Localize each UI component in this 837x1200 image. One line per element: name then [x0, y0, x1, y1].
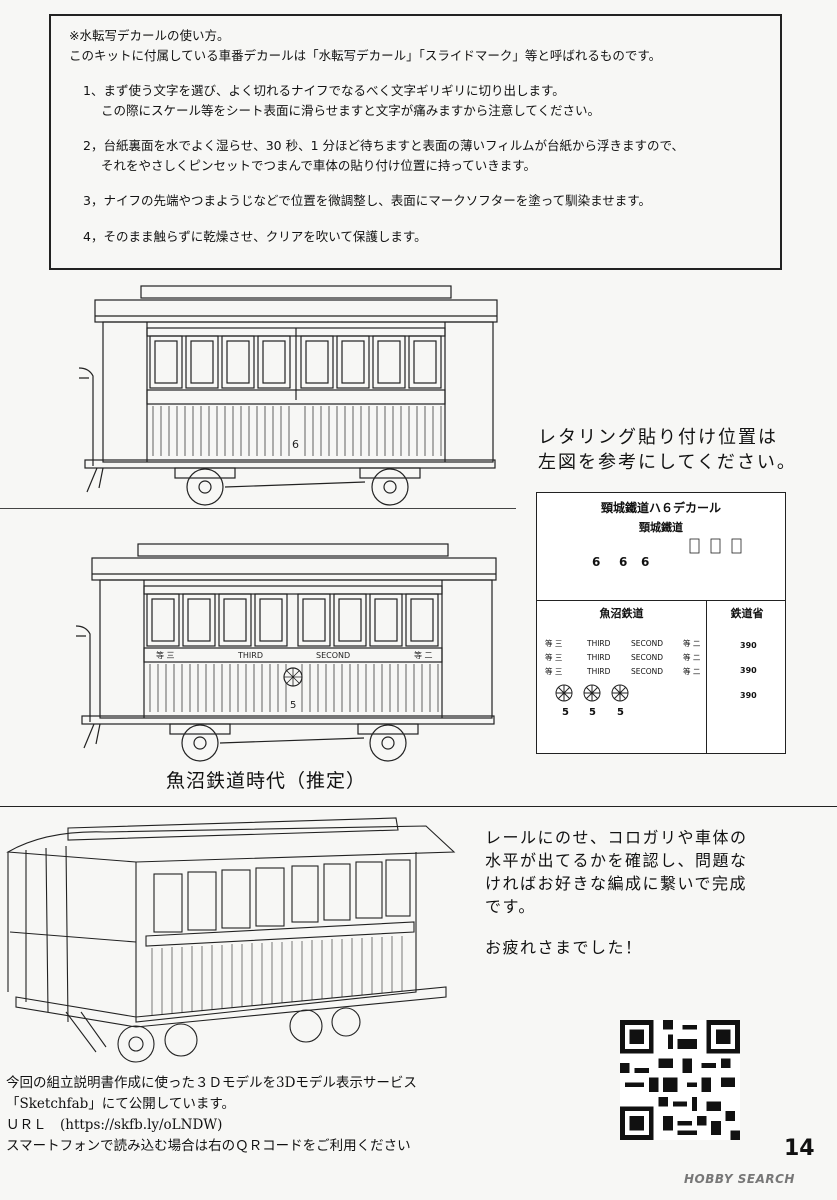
sketchfab-note: 今回の組立説明書作成に使った３Ｄモデルを3Dモデル表示サービス 「Sketchf…	[6, 1073, 566, 1157]
decal-sheet-kubiki-label: 頸城鐵道	[639, 521, 683, 534]
lettering-position-note: レタリング貼り付け位置は 左図を参考にしてください。	[538, 425, 798, 475]
decal-number-5-b: 5	[589, 707, 596, 718]
sketchfab-line-4: スマートフォンで読み込む場合は右のＱＲコードをご利用ください	[6, 1138, 411, 1154]
car2-band-third: THIRD	[237, 651, 263, 660]
finish-note-line-4: です。	[485, 897, 536, 916]
lettering-note-line-1: レタリング貼り付け位置は	[538, 427, 778, 448]
decal-sheet-uonuma-label: 魚沼鉄道	[599, 607, 644, 620]
sketchfab-line-2: 「Sketchfab」にて公開しています。	[6, 1096, 236, 1112]
decal-number-390-a: 390	[740, 641, 757, 650]
car2-band-right: 等 二	[414, 650, 433, 660]
finish-note-line-5: お疲れさまでした！	[485, 938, 643, 957]
sketchfab-line-1: 今回の組立説明書作成に使った３Ｄモデルを3Dモデル表示サービス	[6, 1075, 417, 1091]
car2-band-second: SECOND	[316, 651, 350, 660]
finish-note: レールにのせ、コロガリや車体の 水平が出てるかを確認し、問題な ければお好きな編…	[485, 826, 805, 959]
decal-number-5-a: 5	[562, 707, 569, 718]
instructions-intro: このキットに付属している車番デカールは「水転写デカール」「スライドマーク」等と呼…	[69, 47, 662, 63]
section-divider-short	[0, 508, 516, 509]
decal-number-390-c: 390	[740, 691, 757, 700]
decal-number-390-b: 390	[740, 666, 757, 675]
car1-number: 6	[292, 438, 299, 451]
section-divider	[0, 806, 837, 807]
car-side-view-uonuma: 等 三 THIRD SECOND 等 二 5	[75, 543, 497, 762]
step-2-note: それをやさしくピンセットでつまんで車体の貼り付け位置に持っていきます。	[101, 157, 537, 173]
decal-number-6-a: 6	[592, 555, 601, 569]
decal-sheet-ministry-label: 鉄道省	[730, 607, 764, 620]
car-3d-view	[6, 817, 456, 1063]
instructions-heading: ※水転写デカールの使い方。	[69, 28, 230, 43]
sketchfab-url[interactable]: ＵＲＬ (https://skfb.ly/oLNDW)	[6, 1117, 223, 1133]
step-1: 1、まず使う文字を選び、よく切れるナイフでなるべく文字ギリギリに切り出します。	[83, 83, 565, 98]
watermark: HOBBY SEARCH	[684, 1172, 795, 1186]
finish-note-line-1: レールにのせ、コロガリや車体の	[485, 828, 748, 847]
page-number: 14	[784, 1136, 815, 1161]
decal-number-6-b: 6	[619, 555, 628, 569]
wheel-emblem-icons	[555, 684, 629, 702]
car-side-view-kubiki: 6	[78, 285, 498, 506]
lettering-note-line-2: 左図を参考にしてください。	[538, 452, 797, 473]
decal-number-5-c: 5	[617, 707, 624, 718]
decal-sheet-divider	[537, 600, 785, 601]
car2-band-left: 等 三	[156, 650, 175, 660]
step-2: 2，台紙裏面を水でよく湿らせ、30 秒、1 分ほど待ちますと表面の薄いフィルムが…	[83, 138, 685, 153]
finish-note-line-2: 水平が出てるかを確認し、問題な	[485, 851, 748, 870]
step-1-note: この際にスケール等をシート表面に滑らせますと文字が痛みますから注意してください。	[101, 102, 601, 118]
era-caption: 魚沼鉄道時代（推定）	[166, 770, 367, 792]
decal-plate-marks	[689, 538, 742, 554]
decal-sheet-title: 頸城鐵道ハ６デカール	[600, 501, 721, 515]
qr-code-icon[interactable]	[620, 1020, 740, 1140]
step-4: 4，そのまま触らずに乾燥させ、クリアを吹いて保護します。	[83, 228, 427, 244]
decal-number-6-c: 6	[641, 555, 650, 569]
finish-note-line-3: ければお好きな編成に繋いで完成	[485, 874, 748, 893]
decal-instructions-box: ※水転写デカールの使い方。 このキットに付属している車番デカールは「水転写デカー…	[49, 14, 782, 270]
step-3: 3，ナイフの先端やつまようじなどで位置を微調整し、表面にマークソフターを塗って馴…	[83, 193, 651, 208]
car2-number: 5	[290, 700, 296, 711]
decal-sheet-column-divider	[706, 600, 707, 754]
